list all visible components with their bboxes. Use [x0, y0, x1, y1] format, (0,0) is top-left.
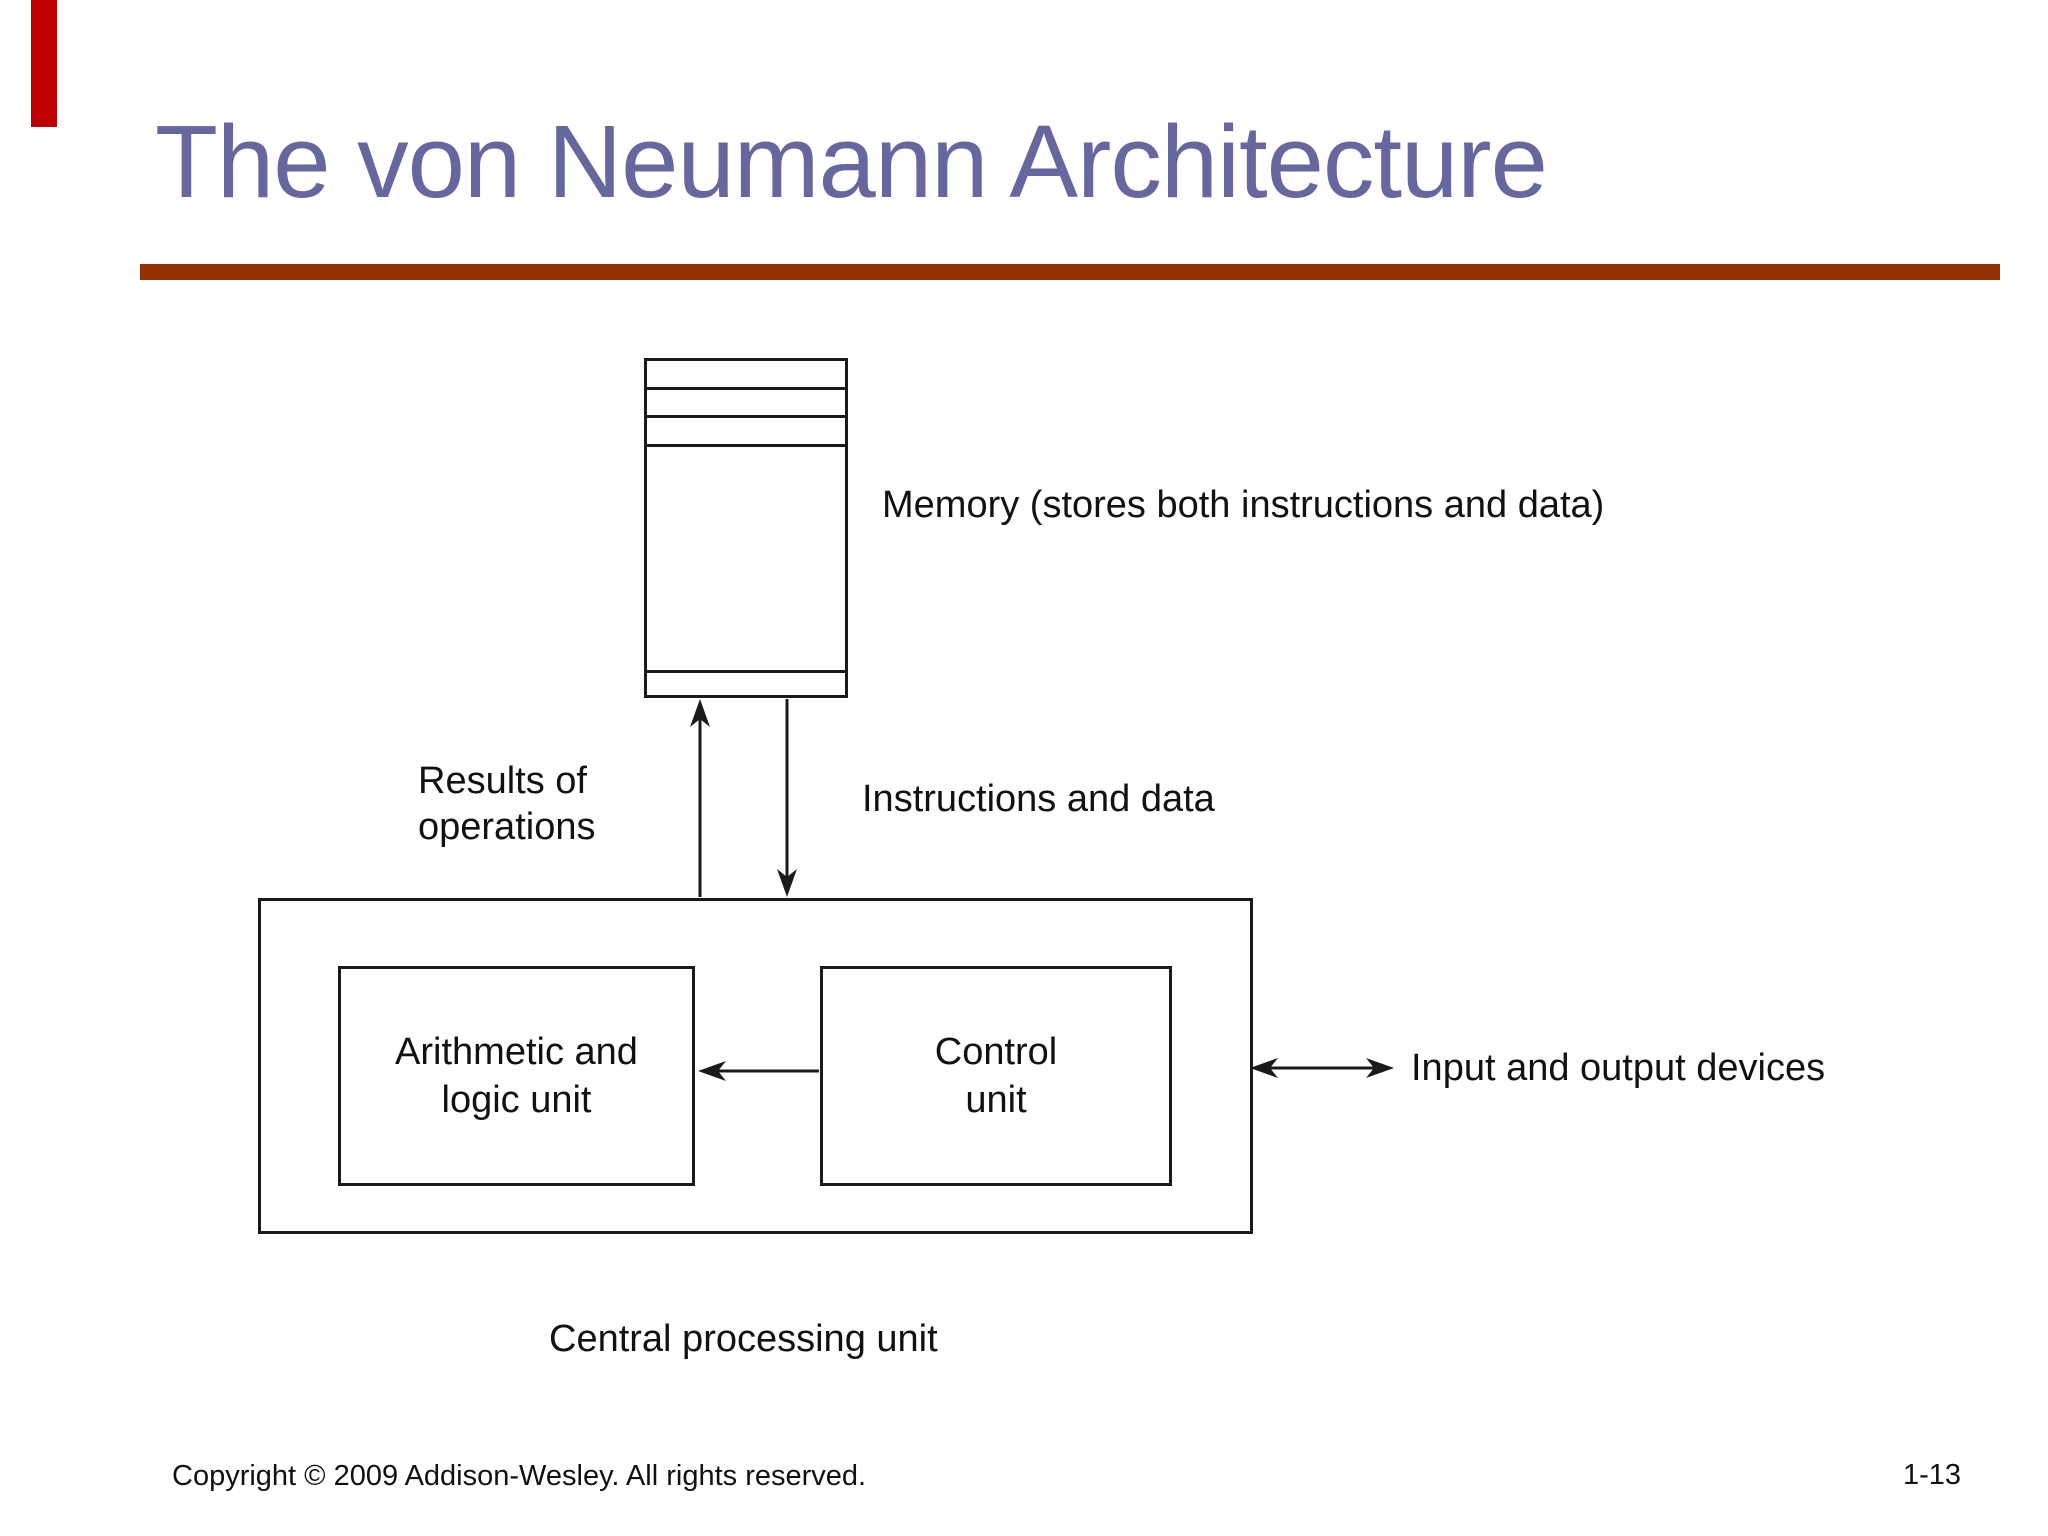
memory-row-divider	[647, 387, 845, 390]
control-label-line1: Control	[934, 1031, 1058, 1073]
slide-title: The von Neumann Architecture	[155, 104, 1548, 219]
control-unit-box: Control unit	[820, 966, 1172, 1186]
io-left-head	[1250, 1058, 1278, 1078]
title-rule	[140, 264, 2000, 280]
copyright-notice: Copyright © 2009 Addison-Wesley. All rig…	[172, 1460, 867, 1492]
memory-label: Memory (stores both instructions and dat…	[882, 484, 1605, 526]
results-of-operations-label: Results of operations	[418, 758, 595, 850]
page-number: 1-13	[1903, 1459, 1962, 1491]
control-label-line2: unit	[965, 1079, 1027, 1121]
alu-label-line2: logic unit	[441, 1079, 592, 1121]
alu-box: Arithmetic and logic unit	[338, 966, 695, 1186]
memory-box	[644, 358, 848, 698]
memory-row-divider	[647, 670, 845, 673]
central-processing-unit-label: Central processing unit	[549, 1318, 938, 1360]
input-output-devices-label: Input and output devices	[1411, 1047, 1826, 1089]
arrow-up-head	[690, 699, 710, 727]
memory-row-divider	[647, 415, 845, 418]
results-label-line2: operations	[418, 806, 596, 848]
instructions-and-data-label: Instructions and data	[862, 778, 1215, 820]
alu-label-line1: Arithmetic and	[395, 1031, 638, 1073]
red-accent-bar	[31, 0, 57, 127]
arrow-down-head	[777, 869, 797, 897]
memory-row-divider	[647, 444, 845, 447]
io-right-head	[1366, 1058, 1394, 1078]
results-label-line1: Results of	[418, 760, 587, 802]
